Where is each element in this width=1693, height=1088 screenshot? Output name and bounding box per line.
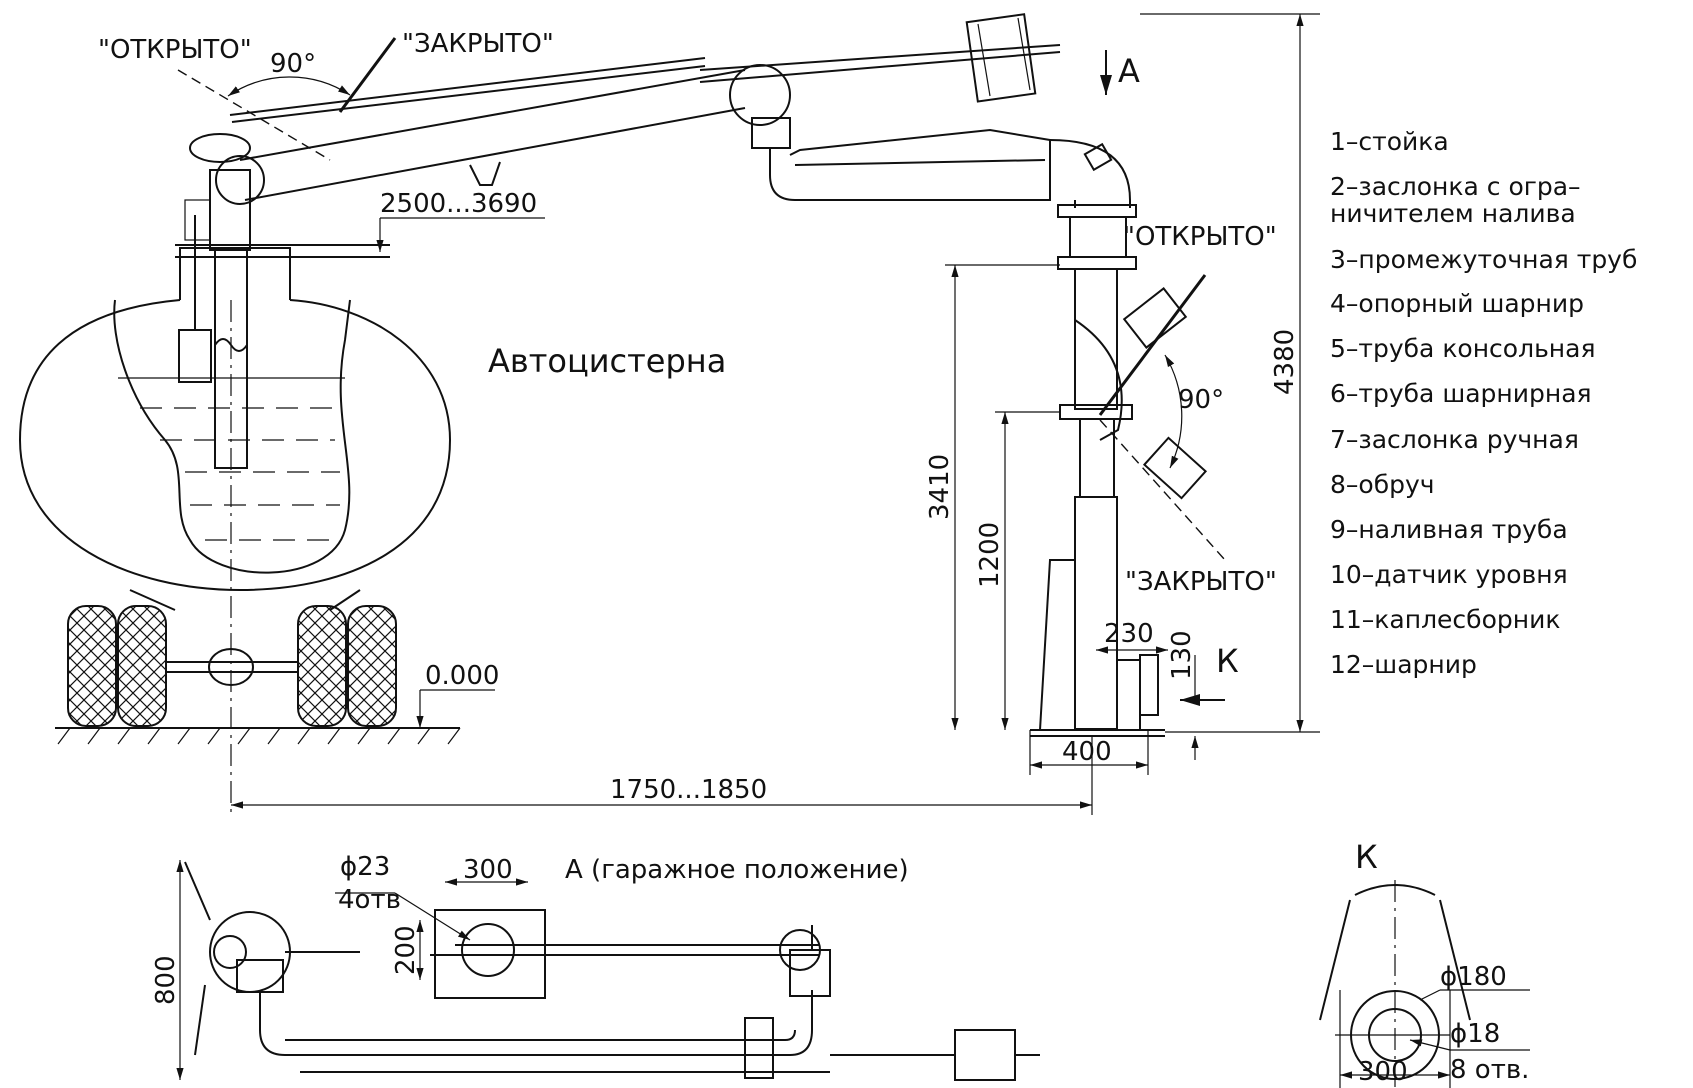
fill-pipe-break xyxy=(214,338,248,352)
drip-tray xyxy=(1117,659,1141,730)
lever-closed-left xyxy=(338,37,397,113)
label-reach: 1750...1850 xyxy=(610,775,767,805)
angle-arc-right xyxy=(1164,354,1183,469)
plan-counterweight xyxy=(954,1029,1016,1081)
label-view-k-arrow: К xyxy=(1216,642,1239,680)
label-dim-230: 230 xyxy=(1104,619,1154,649)
label-plan-300: 300 xyxy=(463,855,513,885)
label-dim-1200: 1200 xyxy=(975,522,1005,588)
level-sensor xyxy=(178,329,212,383)
manual-valve-body xyxy=(1079,418,1115,498)
support-swivel xyxy=(729,64,791,126)
counterweight xyxy=(965,13,1037,103)
plan-flange xyxy=(461,923,515,977)
flange-top xyxy=(1057,204,1137,218)
view-k xyxy=(1319,880,1530,1088)
wheel-rear-1 xyxy=(297,605,347,727)
label-closed-right: "ЗАКРЫТО" xyxy=(1125,567,1277,597)
plan-view-a xyxy=(176,860,1040,1081)
tank-body xyxy=(18,299,452,592)
label-angle-right: 90° xyxy=(1178,385,1224,415)
tank-neck xyxy=(179,247,291,300)
lever-open-right xyxy=(1098,274,1207,416)
label-dim-400: 400 xyxy=(1062,737,1112,767)
label-dim-4380: 4380 xyxy=(1270,329,1300,395)
label-holes-left-count: 4отв xyxy=(338,885,401,915)
label-flange-k-dia: ϕ180 xyxy=(1440,962,1507,992)
wheel-front-2 xyxy=(117,605,167,727)
label-closed-left: "ЗАКРЫТО" xyxy=(402,29,554,59)
plan-arm-pipe xyxy=(259,990,813,1056)
label-height-range: 2500...3690 xyxy=(380,189,537,219)
legend-item: 7–заслонка ручная xyxy=(1330,425,1579,454)
swivel-joint-left xyxy=(215,155,265,205)
legend-item: 5–труба консольная xyxy=(1330,334,1596,363)
arm-bracket xyxy=(469,161,501,186)
label-dim-200: 200 xyxy=(391,925,421,975)
column-lower xyxy=(1074,496,1118,730)
tanker-truck xyxy=(18,215,545,815)
label-dim-3410: 3410 xyxy=(925,454,955,520)
console-pipe xyxy=(769,128,1051,201)
plan-column-flange xyxy=(209,911,291,993)
angle-arc-left xyxy=(227,76,351,97)
lever-open-left xyxy=(177,69,331,161)
loading-arm xyxy=(177,13,1226,737)
legend-item: 10–датчик уровня xyxy=(1330,560,1568,589)
upper-link-rod xyxy=(229,57,706,116)
plan-flange-stack xyxy=(744,1017,774,1079)
label-view-a-arrow: А xyxy=(1118,52,1140,90)
legend-item: 6–труба шарнирная xyxy=(1330,379,1592,408)
label-dim-130: 130 xyxy=(1167,630,1197,680)
k-column-outline xyxy=(1319,899,1471,1021)
legend-item: 3–промежуточная труб xyxy=(1330,245,1637,274)
main-column xyxy=(1074,268,1118,410)
legend-item: 8–обруч xyxy=(1330,470,1435,499)
label-open-right: "ОТКРЫТО" xyxy=(1123,222,1277,252)
valve-handle-cap xyxy=(189,133,251,163)
base-gusset xyxy=(1039,559,1075,731)
label-open-left: "ОТКРЫТО" xyxy=(98,35,252,65)
label-view-k-title: К xyxy=(1355,838,1378,876)
hose-loop xyxy=(1074,319,1123,441)
wheel-rear-2 xyxy=(347,605,397,727)
legend-item: 12–шарнир xyxy=(1330,650,1477,679)
legend-item: 11–каплесборник xyxy=(1330,605,1560,634)
legend-item: 1–стойка xyxy=(1330,127,1449,156)
wheel-front-1 xyxy=(67,605,117,727)
holes-leader-a xyxy=(394,892,471,941)
label-ground-level: 0.000 xyxy=(425,661,499,691)
legend-item: 4–опорный шарнир xyxy=(1330,289,1584,318)
legend-item: 2–заслонка с огра– xyxy=(1330,172,1581,201)
label-k-300: 300 xyxy=(1358,1057,1408,1087)
side-dimensions xyxy=(231,13,1320,815)
legend-item: 9–наливная труба xyxy=(1330,515,1568,544)
label-dim-800: 800 xyxy=(151,955,181,1005)
parts-legend: 1–стойка 2–заслонка с огра– ничителем на… xyxy=(1330,127,1637,679)
upper-arm-top xyxy=(239,69,746,161)
label-tank: Автоцистерна xyxy=(488,342,726,380)
ground-hatch xyxy=(57,727,461,745)
label-holes-k-count: 8 отв. xyxy=(1450,1055,1529,1085)
holes-leader-k xyxy=(1409,1039,1451,1051)
label-holes-left-dia: ϕ23 xyxy=(340,852,390,882)
label-holes-k-dia: ϕ18 xyxy=(1450,1019,1500,1049)
label-angle-left: 90° xyxy=(270,49,316,79)
plan-lever-arms xyxy=(184,861,211,1056)
liquid-outline xyxy=(113,299,351,574)
text-labels: "ОТКРЫТО" 90° "ЗАКРЫТО" А 2500...3690 "О… xyxy=(98,29,1529,1087)
lever-closed-right xyxy=(1099,419,1226,561)
label-view-a-title: А (гаражное положение) xyxy=(565,855,909,885)
fill-pipe xyxy=(214,247,248,469)
legend-item: ничителем налива xyxy=(1330,199,1576,228)
limiter-valve xyxy=(184,199,211,241)
